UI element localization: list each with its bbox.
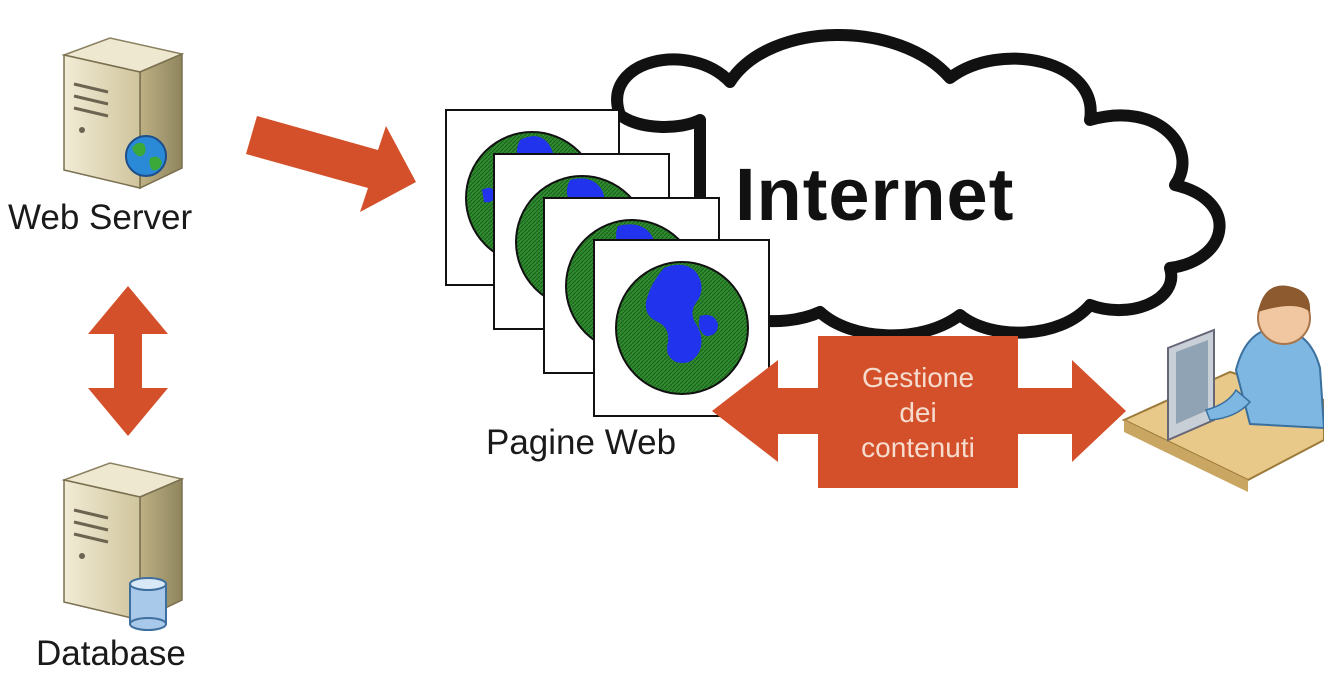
gestione-line: Gestione bbox=[861, 361, 975, 393]
pagine-web-label: Pagine Web bbox=[486, 423, 677, 462]
web-server-icon bbox=[61, 37, 185, 190]
web-pages-stack bbox=[445, 109, 770, 417]
database-label: Database bbox=[36, 634, 186, 673]
gestione-line: contenuti bbox=[861, 431, 975, 463]
server-database-arrow bbox=[88, 286, 168, 436]
database-icon bbox=[129, 577, 167, 631]
gestione-contenuti-label: Gestione dei contenuti bbox=[818, 336, 1018, 488]
gestione-line: dei bbox=[899, 396, 937, 428]
globe-icon bbox=[615, 261, 749, 395]
globe-icon bbox=[125, 135, 167, 177]
internet-label: Internet bbox=[735, 153, 1015, 236]
web-page bbox=[593, 239, 770, 417]
database-server-icon bbox=[61, 462, 185, 631]
person-at-computer-icon bbox=[1121, 285, 1324, 492]
server-to-pages-arrow bbox=[246, 116, 416, 212]
web-server-label: Web Server bbox=[8, 198, 193, 237]
